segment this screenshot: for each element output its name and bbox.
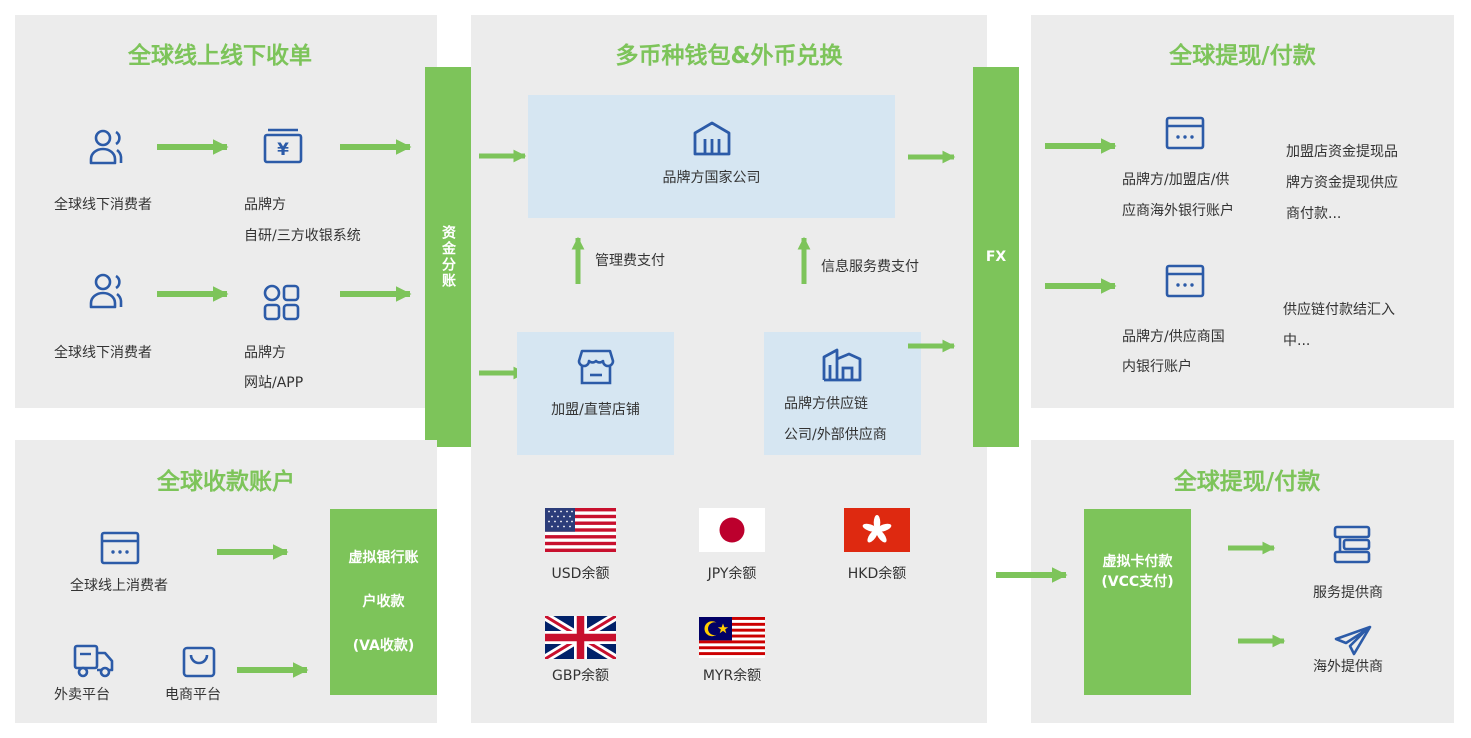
domestic-account-label-2: 内银行账户	[1122, 359, 1192, 375]
myr-balance-label: MYR余额	[702, 668, 762, 684]
fund-split-bar: 资金分账	[425, 67, 471, 447]
factory-icon	[822, 348, 862, 382]
arrow-right-icon	[1228, 541, 1276, 555]
franchise-store-box	[517, 332, 674, 455]
fx-bar: FX	[973, 67, 1019, 447]
collect-panel	[15, 15, 437, 408]
mgmt-fee-label: 管理费支付	[595, 253, 665, 269]
va-label-line2: 户收款	[362, 594, 405, 610]
server-icon	[1333, 525, 1371, 564]
withdraw-desc-1-line2: 牌方资金提现供应	[1286, 175, 1398, 191]
arrow-right-icon	[340, 139, 412, 155]
va-label-line3: (VA收款)	[352, 638, 415, 654]
wallet-title: 多币种钱包&外币兑换	[615, 43, 843, 69]
arrow-right-icon	[908, 150, 956, 164]
withdraw-title-top: 全球提现/付款	[1169, 43, 1316, 69]
consumer-label-2: 全球线下消费者	[54, 345, 152, 361]
arrow-up-icon	[571, 236, 585, 284]
malaysia-flag-icon	[699, 617, 765, 658]
info-fee-label: 信息服务费支付	[821, 259, 919, 275]
overseas-provider-label: 海外提供商	[1313, 659, 1383, 675]
withdraw-desc-1-line3: 商付款...	[1286, 206, 1342, 222]
brand-label-1: 品牌方	[244, 197, 286, 213]
hong-kong-flag-icon	[844, 508, 910, 552]
arrow-right-icon	[908, 339, 956, 353]
arrow-right-icon	[1045, 138, 1117, 154]
brand-country-label: 品牌方国家公司	[662, 170, 761, 186]
vcc-label-line2: (VCC支付)	[1101, 574, 1174, 590]
franchise-store-label: 加盟/直营店铺	[551, 402, 640, 418]
withdraw-desc-2-line1: 供应链付款结汇入	[1283, 302, 1395, 318]
brand-label-2: 品牌方	[244, 345, 286, 361]
japan-flag-icon	[699, 508, 765, 552]
supply-chain-label-2: 公司/外部供应商	[784, 427, 887, 443]
bank-building-icon	[693, 121, 731, 156]
overseas-account-label-2: 应商海外银行账户	[1122, 203, 1234, 219]
shopping-bag-icon	[182, 646, 216, 678]
arrow-right-icon	[1045, 278, 1117, 294]
arrow-right-icon	[996, 567, 1068, 583]
va-label-line1: 虚拟银行账	[348, 550, 419, 566]
website-app-label: 网站/APP	[244, 375, 304, 391]
arrow-right-icon	[157, 139, 229, 155]
brand-country-box	[528, 95, 895, 218]
collect-title: 全球线上线下收单	[128, 43, 312, 69]
arrow-right-icon	[217, 544, 289, 560]
ecommerce-platform-label: 电商平台	[165, 687, 221, 703]
airplane-icon	[1334, 625, 1372, 656]
supply-chain-box	[764, 332, 921, 455]
us-flag-icon	[545, 508, 616, 552]
delivery-platform-label: 外卖平台	[54, 687, 110, 703]
delivery-truck-icon	[73, 644, 114, 678]
pos-system-label: 自研/三方收银系统	[244, 228, 361, 244]
uk-flag-icon	[545, 616, 616, 659]
vcc-label-group: 虚拟卡付款 (VCC支付)	[1101, 552, 1173, 592]
card-window-icon	[1165, 264, 1205, 298]
cash-register-icon: ¥	[263, 128, 303, 164]
vcc-label-line1: 虚拟卡付款	[1102, 554, 1173, 570]
withdraw-title-bottom: 全球提现/付款	[1173, 469, 1321, 495]
arrow-right-icon	[237, 662, 309, 678]
storefront-icon	[577, 349, 615, 385]
app-grid-icon	[263, 284, 300, 321]
withdraw-panel-top	[1031, 15, 1454, 408]
arrow-right-icon	[157, 286, 229, 302]
virtual-card-bar: 虚拟卡付款 (VCC支付)	[1084, 509, 1191, 695]
account-title: 全球收款账户	[157, 469, 295, 495]
consumer-label-1: 全球线下消费者	[54, 197, 152, 213]
gbp-balance-label: GBP余额	[552, 668, 609, 684]
card-window-icon	[1165, 116, 1205, 150]
fx-label: FX	[985, 249, 1007, 265]
service-provider-label: 服务提供商	[1313, 585, 1383, 601]
online-consumer-label: 全球线上消费者	[70, 578, 168, 594]
hkd-balance-label: HKD余额	[847, 566, 907, 582]
supply-chain-label-1: 品牌方供应链	[784, 396, 868, 412]
arrow-up-icon	[797, 236, 811, 284]
withdraw-desc-1-line1: 加盟店资金提现品	[1286, 144, 1398, 160]
virtual-account-bar: 虚拟银行账 户收款 (VA收款)	[330, 509, 437, 695]
svg-text:¥: ¥	[277, 140, 289, 160]
domestic-account-label-1: 品牌方/供应商国	[1122, 329, 1225, 345]
withdraw-desc-2-line2: 中...	[1283, 333, 1311, 349]
overseas-account-label-1: 品牌方/加盟店/供	[1122, 172, 1230, 188]
card-window-icon	[100, 531, 140, 565]
fund-split-label: 资金分账	[440, 225, 456, 289]
jpy-balance-label: JPY余额	[707, 566, 757, 582]
arrow-right-icon	[340, 286, 412, 302]
usd-balance-label: USD余额	[551, 566, 610, 582]
user-icon	[89, 129, 123, 165]
arrow-right-icon	[479, 149, 527, 163]
user-icon	[89, 273, 123, 309]
arrow-right-icon	[1238, 634, 1286, 648]
